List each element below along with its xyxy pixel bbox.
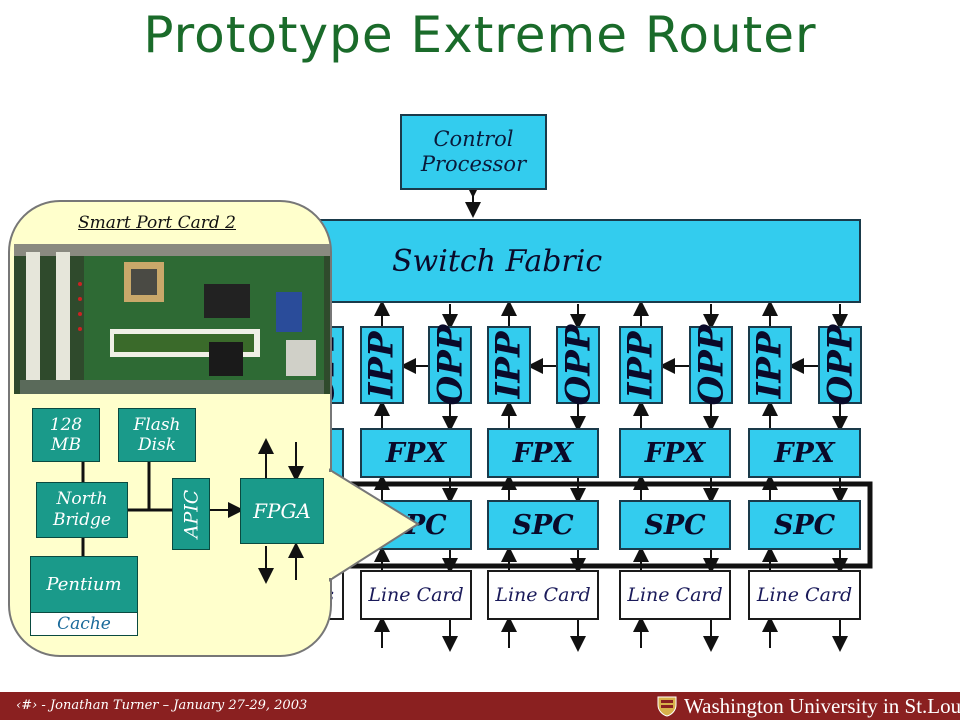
line-card-label: Line Card (627, 584, 723, 606)
footer-text: ‹#› - Jonathan Turner – January 27-29, 2… (16, 698, 308, 713)
smart-port-card-photo (14, 244, 330, 394)
line-card-1: Line Card (360, 570, 472, 620)
spc-box-2: SPC (487, 500, 599, 550)
ipp-box-3: IPP (619, 326, 663, 404)
opp-box-2: OPP (556, 325, 600, 405)
spc-label: SPC (512, 509, 574, 541)
opp-box-3: OPP (689, 325, 733, 405)
flash-disk-label: Flash Disk (133, 415, 181, 455)
line-card-label: Line Card (368, 584, 464, 606)
pentium-label: Pentium (46, 574, 122, 595)
university-name: Washington University in St.Louis (684, 694, 960, 718)
fpx-label: FPX (512, 437, 574, 469)
line-card-label: Line Card (756, 584, 853, 606)
line-card-2: Line Card (487, 570, 599, 620)
fpx-label: FPX (644, 437, 706, 469)
control-processor-label: Control Processor (420, 127, 527, 176)
north-bridge-box: North Bridge (36, 482, 128, 538)
control-processor-box: Control Processor (400, 114, 547, 190)
north-bridge-label: North Bridge (53, 489, 111, 530)
fpx-box-3: FPX (619, 428, 731, 478)
line-card-label: Line Card (495, 584, 591, 606)
inset-title: Smart Port Card 2 (78, 213, 236, 233)
pentium-box: Pentium (30, 556, 138, 612)
fpga-label: FPGA (253, 499, 311, 523)
university-shield-icon (657, 696, 677, 717)
spc-box-3: SPC (619, 500, 731, 550)
memory-label: 128 MB (49, 415, 83, 455)
opp-box-1: OPP (428, 325, 472, 405)
cache-label: Cache (57, 614, 111, 634)
ipp-box-2: IPP (487, 326, 531, 404)
fpx-label: FPX (385, 437, 447, 469)
line-card-3: Line Card (619, 570, 731, 620)
fpx-box-2: FPX (487, 428, 599, 478)
cache-box: Cache (30, 612, 138, 636)
ipp-box-1: IPP (360, 326, 404, 404)
switch-fabric-box: Switch Fabric (300, 219, 861, 303)
fpx-box-4: FPX (748, 428, 861, 478)
board-photo-image (14, 244, 330, 394)
opp-box-4: OPP (818, 325, 862, 405)
switch-fabric-label: Switch Fabric (392, 243, 603, 279)
spc-box-4: SPC (748, 500, 861, 550)
apic-label: APIC (180, 489, 202, 539)
flash-disk-box: Flash Disk (118, 408, 196, 462)
footer-bar (0, 692, 960, 720)
apic-box: APIC (172, 478, 210, 550)
fpx-label: FPX (774, 437, 835, 469)
fpx-box-1: FPX (360, 428, 472, 478)
slide-title: Prototype Extreme Router (143, 6, 817, 64)
fpga-box: FPGA (240, 478, 324, 544)
memory-128mb-box: 128 MB (32, 408, 100, 462)
spc-label: SPC (644, 509, 706, 541)
line-card-4: Line Card (748, 570, 861, 620)
spc-label: SPC (773, 509, 836, 541)
ipp-box-4: IPP (748, 326, 792, 404)
